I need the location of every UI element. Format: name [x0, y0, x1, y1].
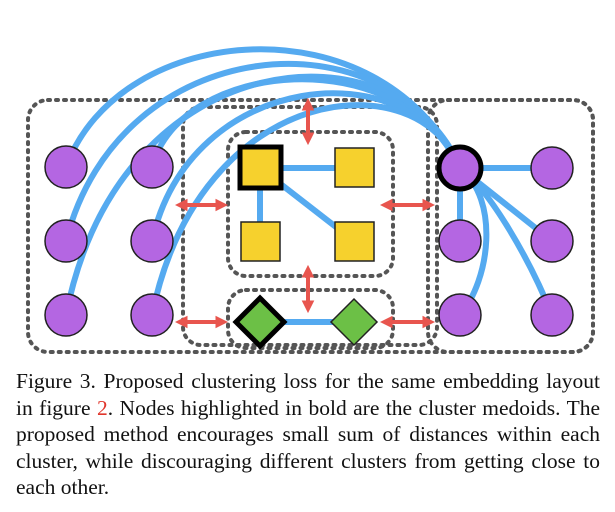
left-cluster-nodes: [44, 145, 174, 337]
caption-text-after-ref: . Nodes highlighted in bold are the clus…: [16, 395, 601, 500]
repulsion-arrows: [174, 97, 436, 329]
circle-node-icon: [438, 219, 482, 263]
circle-node-icon: [438, 293, 482, 337]
circle-node-icon: [44, 145, 88, 189]
diamond-medoid-icon: [232, 294, 288, 350]
square-node-icon: [334, 221, 375, 262]
cluster-boundary-inner-left: [181, 105, 439, 347]
clustering-loss-diagram: [26, 46, 595, 354]
circle-node-icon: [44, 293, 88, 337]
right-cluster-nodes: [438, 146, 574, 337]
circle-node-icon: [530, 219, 574, 263]
square-node-icon: [334, 147, 375, 188]
caption-label: Figure 3.: [16, 369, 96, 393]
circle-node-icon: [44, 219, 88, 263]
circle-node-icon: [530, 146, 574, 190]
figure-caption: Figure 3. Proposed clustering loss for t…: [16, 368, 600, 501]
circle-node-icon: [130, 145, 174, 189]
circle-node-icon: [130, 219, 174, 263]
circle-node-icon: [530, 293, 574, 337]
diamond-node-icon: [329, 297, 379, 347]
cluster-boundary-right: [426, 98, 595, 354]
caption-text-before-ref: Proposed clustering loss for the same em…: [16, 369, 600, 420]
square-node-icon: [240, 221, 281, 262]
circle-medoid-icon: [436, 144, 484, 192]
circle-node-icon: [130, 293, 174, 337]
square-cluster-nodes: [240, 147, 375, 262]
square-medoid-icon: [237, 144, 284, 191]
figure-reference-link[interactable]: 2: [96, 395, 108, 420]
